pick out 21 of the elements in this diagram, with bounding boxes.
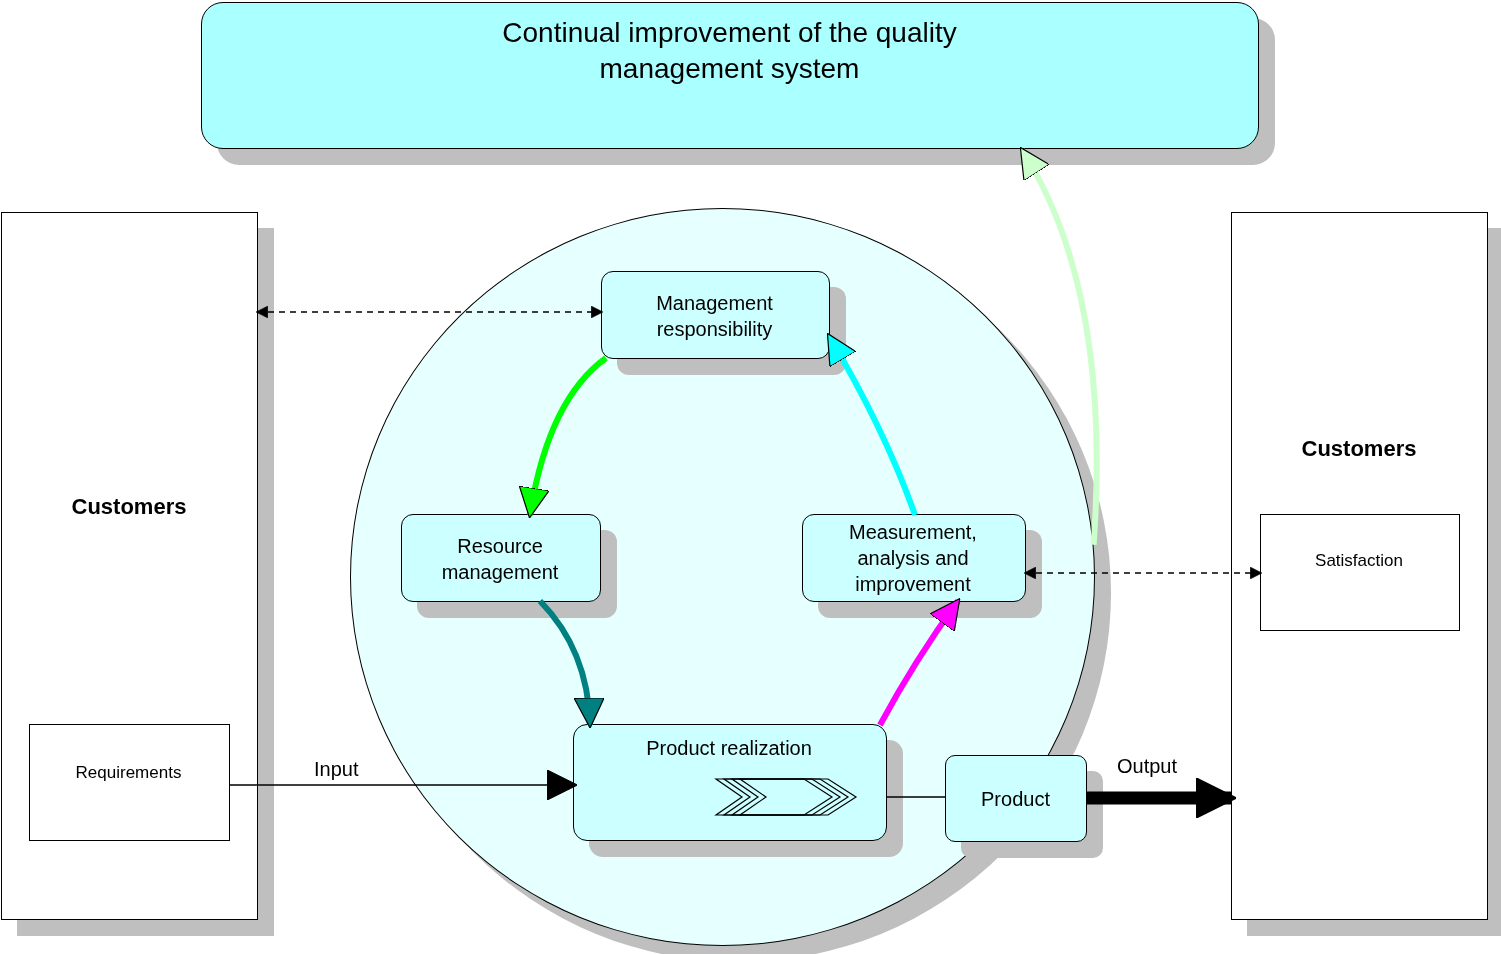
arrow	[1019, 146, 1100, 545]
arrow	[228, 769, 578, 801]
arrow	[519, 355, 608, 519]
node-label: Resource management	[440, 533, 560, 585]
arrow	[826, 332, 918, 517]
node-label: Management responsibility	[655, 290, 774, 342]
node-label: Product realization	[645, 735, 813, 761]
arrow	[1086, 777, 1237, 819]
arrow	[537, 598, 605, 729]
arrow	[877, 597, 961, 727]
node-label: Measurement, analysis and improvement	[848, 519, 978, 597]
node-label: Customers	[1300, 435, 1418, 463]
node-label: Continual improvement of the quality management system	[501, 16, 958, 87]
node-label: Satisfaction	[1314, 549, 1404, 572]
arrow	[255, 305, 604, 319]
process-box	[1259, 513, 1460, 631]
node-label: Requirements	[74, 761, 183, 784]
node-label: Customers	[70, 493, 188, 521]
process-box	[28, 723, 230, 841]
node-label: Product	[980, 787, 1051, 812]
arrow	[1023, 566, 1263, 580]
